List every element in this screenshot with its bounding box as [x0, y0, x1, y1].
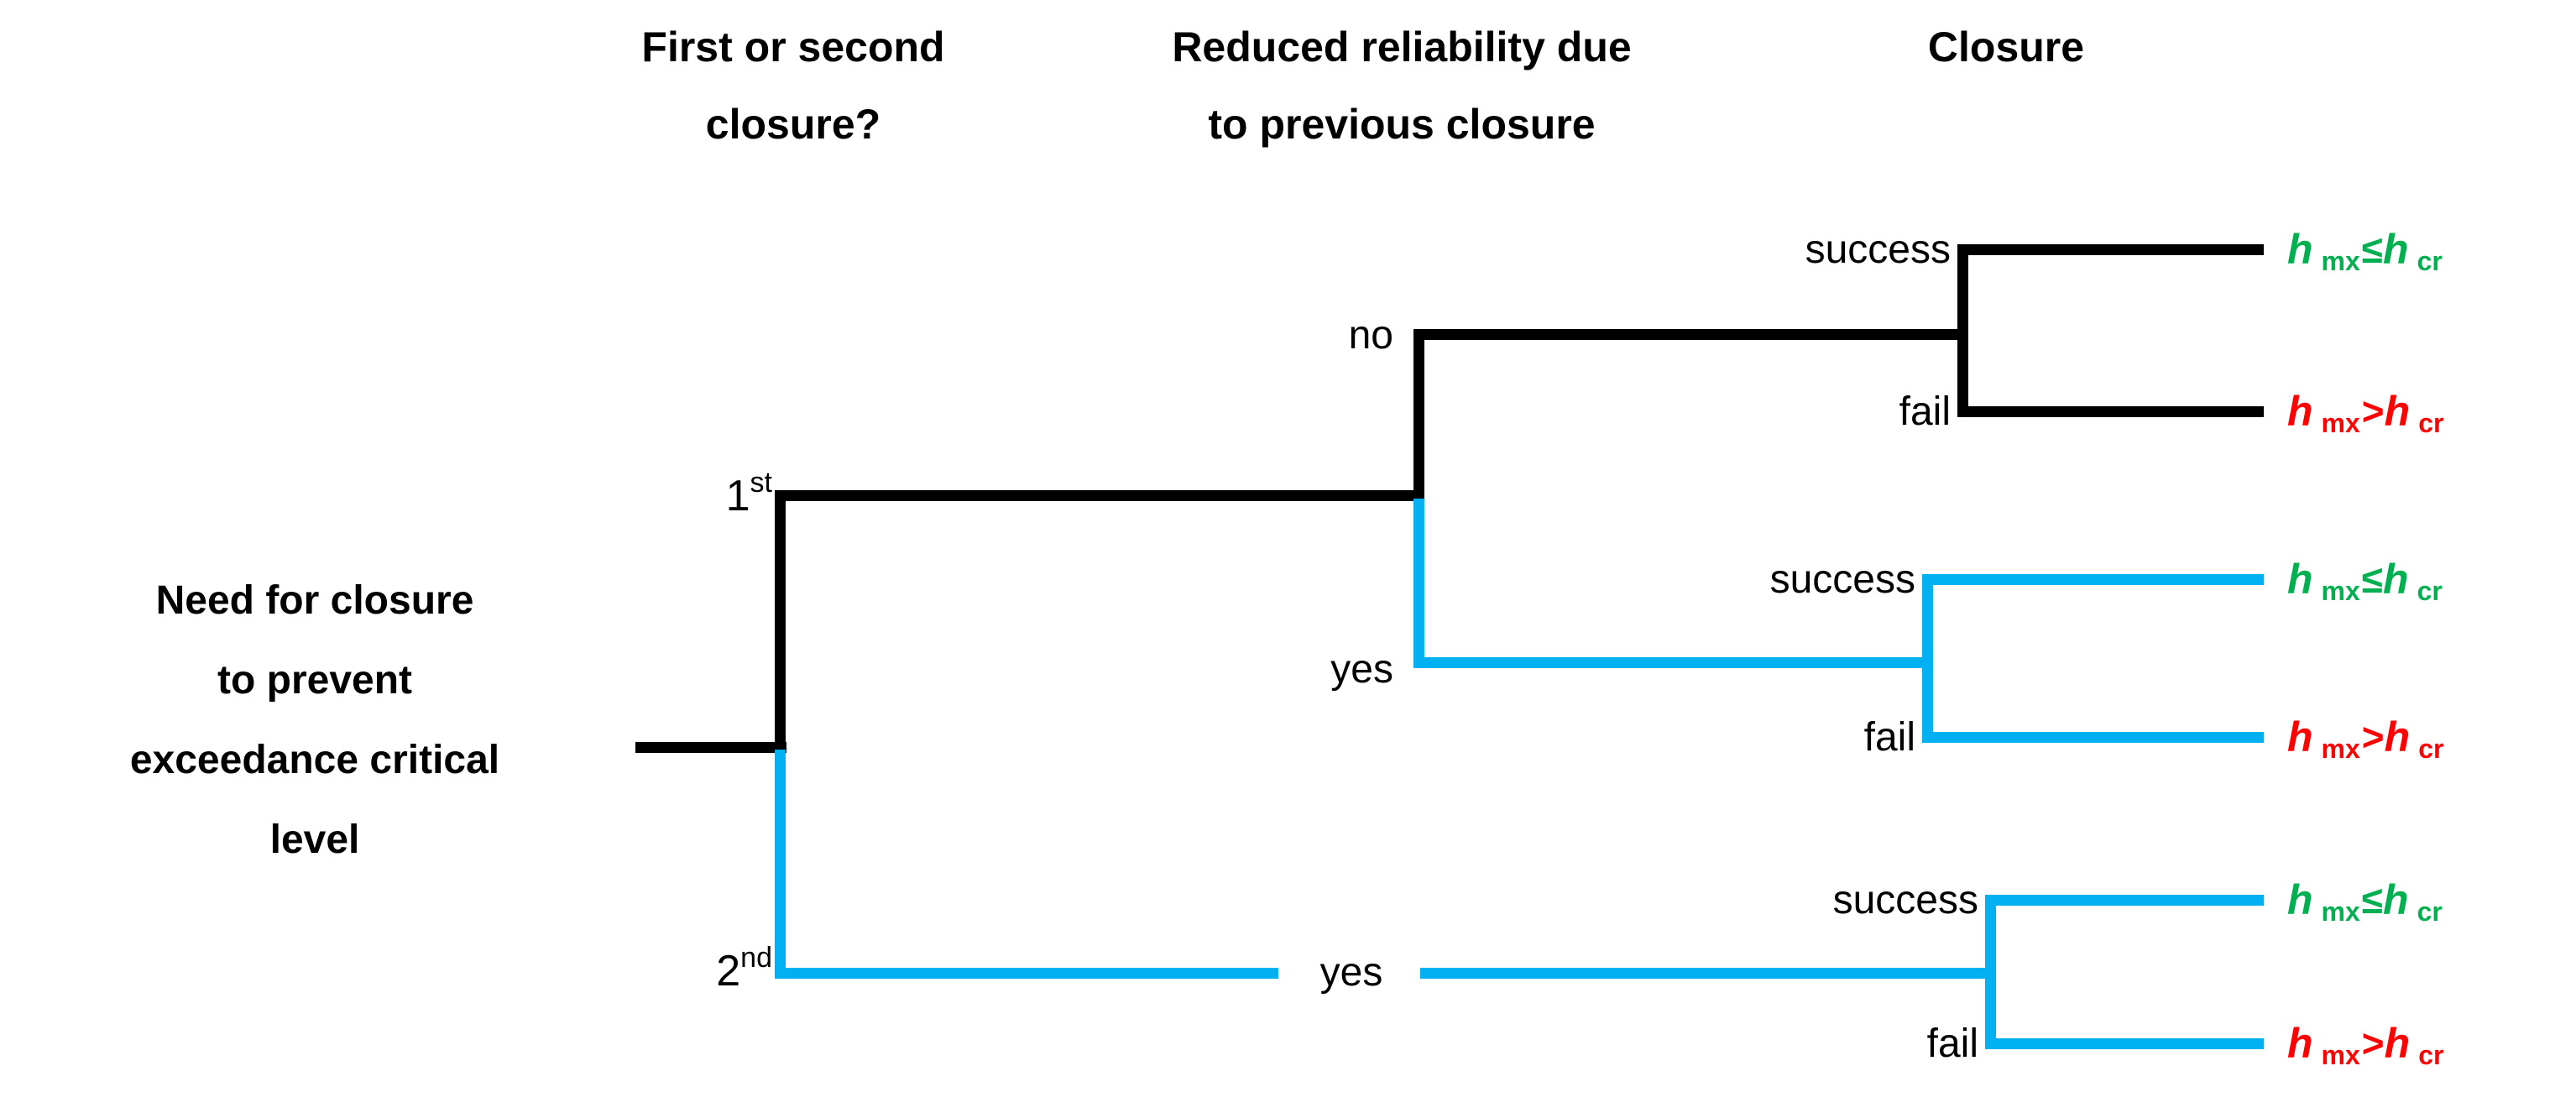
column-header-first-or-second-closure: First or second closure?	[499, 8, 1087, 163]
ordinal-superscript: st	[750, 467, 772, 499]
connector-bottom-closure-node	[1985, 895, 1996, 1049]
edge-bottom-fail	[1985, 1038, 2264, 1049]
edge-second-closure-right	[1420, 968, 1995, 979]
edge-middle-fail	[1922, 732, 2264, 743]
connector-root-to-second	[775, 750, 786, 979]
branch-label-yes-middle: yes	[1330, 647, 1393, 692]
closure-label-success-middle: success	[1769, 557, 1915, 602]
h-max-symbol: h	[2287, 556, 2313, 603]
connector-root-to-first	[775, 490, 786, 752]
operator: ≤	[2361, 557, 2384, 601]
h-max-symbol: h	[2287, 226, 2313, 273]
edge-bottom-success	[1985, 895, 2264, 906]
edge-middle-success	[1922, 574, 2264, 585]
branch-label-no: no	[1348, 313, 1393, 358]
branch-label-second: 2nd	[716, 942, 772, 1002]
edge-top-fail	[1957, 406, 2264, 417]
ordinal-superscript: nd	[740, 942, 772, 974]
operator: >	[2361, 389, 2385, 433]
h-max-symbol: h	[2287, 876, 2313, 923]
edge-no-reduced-reliability	[1413, 329, 1968, 340]
header-line: closure?	[705, 101, 881, 148]
h-critical-symbol: h	[2384, 713, 2411, 760]
connector-top-closure-node	[1957, 244, 1968, 417]
root-label-line: to prevent	[217, 658, 413, 703]
header-line: First or second	[641, 24, 945, 71]
edge-root	[635, 742, 786, 753]
connector-middle-closure-node	[1922, 574, 1933, 743]
connector-first-to-no	[1413, 329, 1424, 501]
closure-label-fail-top: fail	[1899, 389, 1951, 434]
closure-label-fail-bottom: fail	[1926, 1022, 1978, 1066]
closure-label-success-bottom: success	[1832, 878, 1978, 922]
column-header-reduced-reliability: Reduced reliability due to previous clos…	[1049, 8, 1754, 163]
root-label-line: Need for closure	[155, 578, 474, 623]
operator: >	[2361, 715, 2385, 759]
edge-first-closure	[775, 490, 1424, 501]
header-line: Closure	[1927, 24, 2085, 71]
h-critical-symbol: h	[2384, 388, 2411, 435]
closure-label-success-top: success	[1805, 227, 1951, 272]
h-critical-symbol: h	[2383, 226, 2409, 273]
h-critical-symbol: h	[2383, 876, 2409, 923]
edge-second-closure-left	[775, 968, 1278, 979]
root-node-label: Need for closure to prevent exceedance c…	[17, 561, 613, 880]
operator: ≤	[2361, 227, 2384, 271]
branch-label-yes-bottom: yes	[1319, 950, 1383, 995]
edge-yes-reduced-reliability	[1413, 657, 1933, 668]
closure-label-fail-middle: fail	[1863, 715, 1915, 760]
operator: ≤	[2361, 878, 2384, 922]
h-critical-symbol: h	[2383, 556, 2409, 603]
h-max-symbol: h	[2287, 388, 2313, 435]
connector-first-to-yes	[1413, 499, 1424, 668]
h-critical-symbol: h	[2384, 1020, 2411, 1067]
ordinal-base: 2	[716, 947, 741, 995]
edge-top-success	[1957, 244, 2264, 255]
operator: >	[2361, 1022, 2385, 1065]
column-header-closure: Closure	[1838, 8, 2174, 86]
h-max-symbol: h	[2287, 713, 2313, 760]
h-max-symbol: h	[2287, 1020, 2313, 1067]
header-line: to previous closure	[1208, 101, 1596, 148]
ordinal-base: 1	[725, 472, 750, 520]
branch-label-first: 1st	[725, 467, 772, 527]
root-label-line: level	[269, 818, 360, 862]
root-label-line: exceedance critical	[129, 738, 500, 782]
header-line: Reduced reliability due	[1172, 24, 1632, 71]
